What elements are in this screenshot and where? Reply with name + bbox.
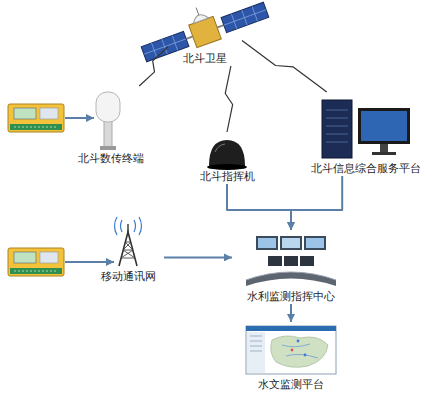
satellite-icon bbox=[221, 2, 269, 32]
data-terminal-device bbox=[14, 108, 36, 119]
data-terminal-device bbox=[8, 104, 64, 132]
antenna-icon bbox=[100, 146, 116, 150]
platform-screenshot bbox=[304, 354, 307, 357]
center-node: 水利监测指挥中心 bbox=[232, 230, 350, 304]
satellite-icon bbox=[221, 2, 269, 32]
server-icon bbox=[372, 152, 396, 155]
commander-icon bbox=[209, 140, 245, 166]
data-terminal-device bbox=[10, 268, 62, 274]
data-terminal-device bbox=[8, 248, 64, 276]
server-icon bbox=[326, 110, 348, 142]
node-label: 水利监测指挥中心 bbox=[232, 290, 350, 304]
data-terminal-device bbox=[10, 124, 62, 130]
server-icon bbox=[322, 100, 410, 158]
data-terminal-device bbox=[40, 108, 58, 119]
platform-screenshot bbox=[246, 326, 336, 331]
control-center-icon bbox=[282, 238, 300, 248]
device-arrow bbox=[65, 117, 94, 119]
server-icon bbox=[322, 100, 352, 158]
platform-screenshot bbox=[246, 326, 336, 374]
control-center-icon bbox=[246, 272, 336, 286]
satellite-icon bbox=[141, 31, 189, 61]
commander-icon bbox=[207, 140, 247, 170]
terminal-node: 北斗数传终端 bbox=[64, 86, 158, 166]
flow-arrow bbox=[164, 256, 232, 258]
control-center-icon bbox=[280, 236, 302, 250]
satellite-node: 北斗卫星 bbox=[168, 2, 242, 66]
wireless-link bbox=[225, 66, 232, 132]
node-label: 北斗卫星 bbox=[168, 52, 242, 66]
control-center-icon bbox=[246, 236, 336, 286]
data-terminal-device bbox=[14, 252, 36, 263]
node-label: 北斗信息综合服务平台 bbox=[296, 162, 436, 176]
control-center-icon bbox=[300, 256, 314, 266]
tower-icon bbox=[115, 217, 142, 266]
platform-screenshot bbox=[297, 340, 300, 343]
satellite-icon bbox=[196, 8, 199, 16]
flow-arrow bbox=[290, 304, 292, 322]
control-center-icon bbox=[258, 238, 276, 248]
commander-node: 北斗指挥机 bbox=[188, 132, 266, 184]
server-icon bbox=[380, 144, 388, 152]
control-center-icon bbox=[256, 236, 278, 250]
data-terminal-device bbox=[40, 252, 58, 263]
wireless-link bbox=[242, 40, 327, 92]
node-label: 移动通讯网 bbox=[92, 270, 164, 284]
node-label: 北斗数传终端 bbox=[64, 152, 158, 166]
flow-arrow bbox=[291, 176, 342, 230]
satellite-icon bbox=[191, 12, 208, 23]
satellite-icon bbox=[135, 0, 270, 66]
tower-icon bbox=[121, 242, 135, 258]
data-terminal-device bbox=[8, 104, 64, 132]
monitor-node: 水文监测平台 bbox=[232, 322, 350, 392]
commander-icon bbox=[215, 144, 225, 152]
satellite-icon bbox=[186, 36, 193, 38]
antenna-icon bbox=[96, 92, 120, 122]
control-center-icon bbox=[246, 272, 336, 280]
platform-screenshot bbox=[291, 349, 294, 352]
network-node: 移动通讯网 bbox=[92, 214, 164, 284]
node-label: 水文监测平台 bbox=[232, 378, 350, 392]
data-terminal-device bbox=[8, 248, 64, 276]
platform-screenshot bbox=[271, 336, 328, 367]
data-terminal-device bbox=[14, 127, 58, 128]
tower-icon bbox=[115, 217, 142, 235]
device-arrow bbox=[65, 261, 114, 263]
platform-screenshot bbox=[247, 332, 265, 373]
server-icon bbox=[358, 108, 410, 144]
control-center-icon bbox=[306, 238, 324, 248]
control-center-icon bbox=[268, 256, 282, 266]
node-label: 北斗指挥机 bbox=[188, 170, 266, 184]
platform-screenshot bbox=[282, 344, 318, 358]
flow-arrow bbox=[227, 184, 291, 230]
satellite-icon bbox=[217, 25, 224, 27]
control-center-icon bbox=[284, 256, 298, 266]
tower-icon bbox=[119, 232, 137, 266]
data-terminal-device bbox=[14, 271, 58, 272]
tower-icon bbox=[127, 224, 128, 232]
antenna-icon bbox=[96, 92, 120, 150]
satellite-icon bbox=[141, 31, 189, 61]
platform-node: 北斗信息综合服务平台 bbox=[296, 92, 436, 176]
server-icon bbox=[361, 111, 407, 141]
platform-screenshot bbox=[250, 336, 262, 351]
control-center-icon bbox=[304, 236, 326, 250]
platform-screenshot bbox=[246, 326, 336, 374]
commander-icon bbox=[207, 164, 247, 170]
wireless-link bbox=[139, 47, 168, 86]
